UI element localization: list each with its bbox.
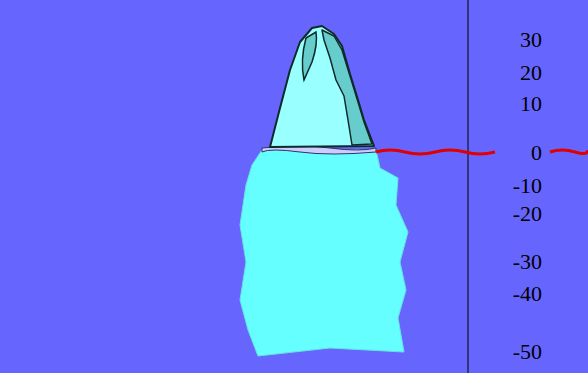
scale-value: -50: [482, 341, 542, 363]
scale-value: -40: [482, 283, 542, 305]
scale-value: -10: [482, 175, 542, 197]
scale-value: -30: [482, 251, 542, 273]
scale-value: 30: [482, 29, 542, 51]
scale-value: 20: [482, 62, 542, 84]
scale-axis: [468, 0, 469, 373]
scale-value: -20: [482, 203, 542, 225]
scale-value: 0: [482, 142, 542, 164]
tip-shading: [322, 30, 372, 145]
iceberg-tip: [270, 26, 374, 147]
tip-shading: [302, 32, 316, 80]
sea-level-line: [376, 150, 588, 154]
submerged-ice: [240, 150, 408, 356]
scale-value: 10: [482, 93, 542, 115]
